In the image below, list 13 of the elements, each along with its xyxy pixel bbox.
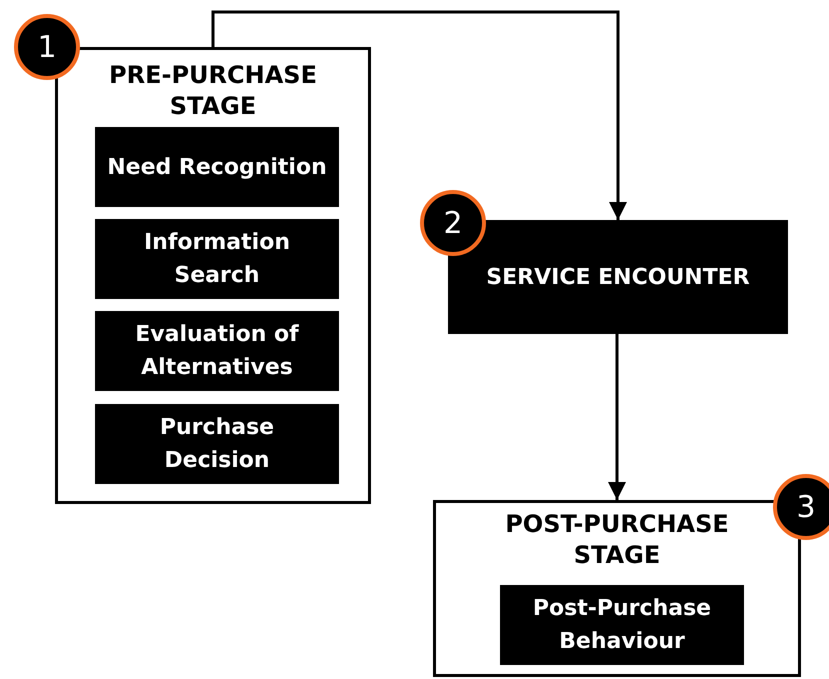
- stage-box: [55, 47, 371, 504]
- process-box: Purchase Decision: [95, 404, 339, 484]
- process-box: Need Recognition: [95, 127, 339, 207]
- stage-title: PRE-PURCHASE STAGE: [108, 60, 318, 122]
- number-badge: 1: [14, 14, 80, 80]
- arrow: [212, 10, 627, 220]
- arrow: [608, 334, 626, 500]
- process-box: Information Search: [95, 219, 339, 299]
- process-box: Evaluation of Alternatives: [95, 311, 339, 391]
- number-badge: 3: [773, 474, 829, 540]
- stage-title: POST-PURCHASE STAGE: [504, 509, 730, 571]
- process-box: Post-Purchase Behaviour: [500, 585, 744, 665]
- number-badge: 2: [420, 190, 486, 256]
